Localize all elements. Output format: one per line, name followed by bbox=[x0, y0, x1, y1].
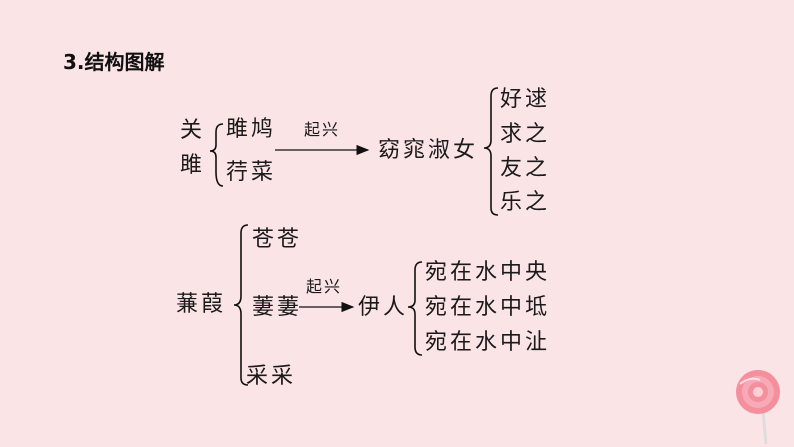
poem-title-guanju-char-1: 关 bbox=[180, 118, 203, 143]
brace-guanju-actions bbox=[483, 87, 499, 216]
target-yiren: 伊人 bbox=[358, 295, 409, 320]
brace-jianjia-places bbox=[407, 261, 423, 356]
poem-title-jianjia: 蒹葭 bbox=[176, 292, 227, 317]
place-zhongzhi: 宛在水中沚 bbox=[425, 330, 551, 355]
action-lezhi: 乐之 bbox=[500, 190, 551, 215]
brace-guanju-images bbox=[209, 123, 224, 187]
poem-title-guanju-char-2: 雎 bbox=[180, 153, 203, 178]
target-yaotiao-shunu: 窈窕淑女 bbox=[378, 138, 479, 163]
place-zhongyang: 宛在水中央 bbox=[425, 260, 551, 285]
place-zhongdi: 宛在水中坻 bbox=[425, 295, 551, 320]
arrow-label-guanju: 起兴 bbox=[304, 120, 341, 139]
image-jujiu: 雎鸠 bbox=[226, 117, 277, 142]
action-haoqiu: 好逑 bbox=[500, 87, 551, 112]
section-title: 3.结构图解 bbox=[63, 50, 165, 74]
brace-jianjia-images bbox=[233, 224, 249, 386]
image-caicai: 采采 bbox=[246, 364, 297, 389]
lollipop-decoration bbox=[736, 370, 780, 445]
image-cangcang: 苍苍 bbox=[252, 227, 303, 252]
image-qiqi: 萋萋 bbox=[252, 295, 303, 320]
action-qiuzhi: 求之 bbox=[500, 122, 551, 147]
image-xingcai: 荇菜 bbox=[226, 160, 277, 185]
action-youzhi: 友之 bbox=[500, 156, 551, 181]
arrow-label-jianjia: 起兴 bbox=[306, 277, 343, 296]
